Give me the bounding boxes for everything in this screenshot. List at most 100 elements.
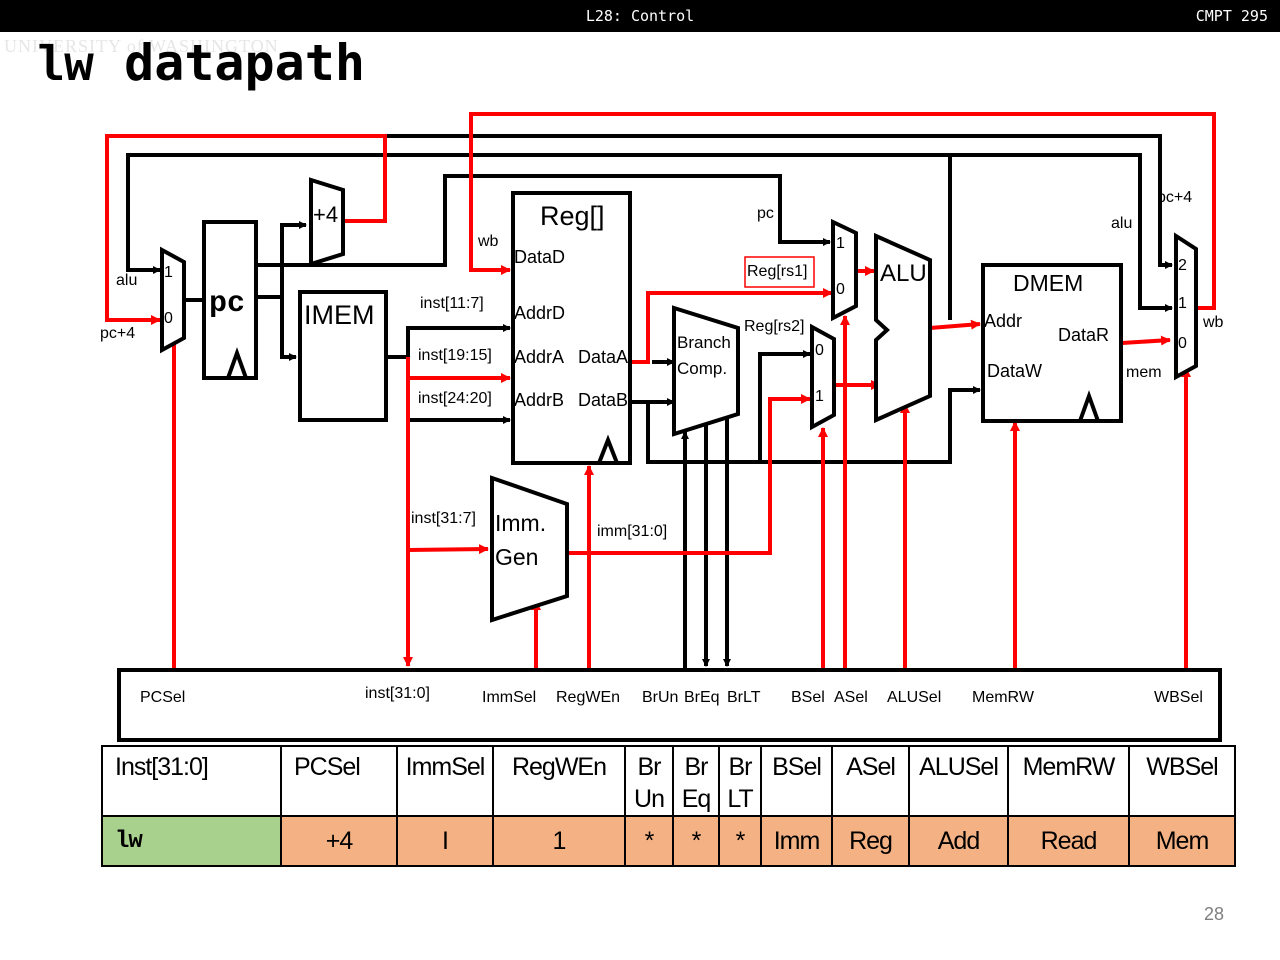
plus4-label: +4 bbox=[313, 202, 338, 227]
port-dataD: DataD bbox=[514, 247, 565, 267]
cell-regwen: 1 bbox=[492, 815, 626, 867]
cell-asel: Reg bbox=[831, 815, 910, 867]
dmem-clock-icon bbox=[1078, 390, 1100, 422]
wire-inst-11-7 bbox=[406, 324, 511, 357]
slide-title-instruction: lw bbox=[34, 39, 95, 96]
dmem-label: DMEM bbox=[1013, 270, 1083, 296]
header-cell: RegWEn bbox=[492, 745, 626, 817]
signal-pcsel: PCSel bbox=[140, 689, 185, 706]
table-row: lw +4 I 1 * * * Imm Reg Add Read Mem bbox=[101, 815, 1236, 867]
cell-wbsel: Mem bbox=[1128, 815, 1236, 867]
label-pc-top: pc bbox=[757, 205, 774, 222]
lecture-title: L28: Control bbox=[585, 7, 695, 25]
signal-brun: BrUn bbox=[642, 689, 678, 706]
label-pc4-left: pc+4 bbox=[100, 325, 135, 342]
regfile-clock-icon bbox=[597, 434, 619, 464]
cell-memrw: Read bbox=[1007, 815, 1130, 867]
wbsel-in-1: 1 bbox=[1178, 295, 1187, 312]
signal-bsel: BSel bbox=[791, 689, 825, 706]
alu-label: ALU bbox=[880, 260, 927, 287]
dmem-block bbox=[981, 263, 1123, 423]
cell-instruction: lw bbox=[101, 815, 282, 867]
wire-alu-to-pcmux bbox=[126, 153, 1140, 274]
course-code: CMPT 295 bbox=[1195, 7, 1268, 25]
header-breq-2: Eq bbox=[681, 785, 712, 813]
slide-title: lw datapath bbox=[34, 34, 365, 96]
wire-imm-to-bmux bbox=[568, 394, 811, 555]
label-pc4-right: pc+4 bbox=[1157, 189, 1192, 206]
asel-mux bbox=[831, 218, 858, 322]
label-alu-right: alu bbox=[1111, 215, 1132, 232]
pcsel-in-1: 1 bbox=[164, 264, 173, 281]
imem-label: IMEM bbox=[304, 300, 375, 330]
wire-dataA-to-amux bbox=[632, 288, 833, 364]
header-cell: MemRW bbox=[1007, 745, 1130, 817]
label-wb-right: wb bbox=[1202, 314, 1224, 331]
header-regwen: RegWEn bbox=[511, 753, 607, 781]
wire-dataR-to-wbmux bbox=[1121, 335, 1171, 346]
label-inst-24-20: inst[24:20] bbox=[418, 390, 492, 407]
asel-in-0: 0 bbox=[836, 281, 845, 298]
imm-label-1: Imm. bbox=[495, 510, 546, 536]
signal-inst: inst[31:0] bbox=[365, 685, 430, 702]
port-addrB: AddrB bbox=[514, 390, 564, 410]
control-unit bbox=[117, 668, 1222, 742]
header-breq-1: Br bbox=[684, 753, 709, 781]
label-inst-19-15: inst[19:15] bbox=[418, 347, 492, 364]
port-addrD: AddrD bbox=[514, 303, 565, 323]
label-reg-rs1: Reg[rs1] bbox=[747, 263, 807, 280]
wire-pc4-to-pcmux bbox=[105, 134, 387, 325]
wire-alu-to-addr bbox=[929, 319, 981, 330]
wbsel-mux bbox=[1174, 232, 1198, 381]
header-cell: ImmSel bbox=[396, 745, 494, 817]
wire-inst-31-7 bbox=[407, 544, 489, 555]
cell-breq: * bbox=[672, 815, 720, 867]
pc-clock-icon bbox=[226, 347, 248, 379]
header-pcsel: PCSel bbox=[294, 753, 361, 781]
header-alusel: ALUSel bbox=[919, 753, 999, 781]
alu-block bbox=[874, 232, 932, 424]
wire-pc-to-amux bbox=[258, 174, 831, 267]
signal-breq: BrEq bbox=[684, 689, 720, 706]
wire-datab-to-dmem bbox=[646, 386, 981, 464]
reg-label: Reg[] bbox=[540, 201, 605, 231]
inactive-wires bbox=[126, 134, 1173, 668]
page-number: 28 bbox=[1204, 904, 1225, 924]
label-alu-left: alu bbox=[116, 272, 137, 289]
signal-alusel: ALUSel bbox=[887, 689, 941, 706]
header-asel: ASel bbox=[846, 753, 896, 781]
branch-label-2: Comp. bbox=[677, 359, 727, 378]
reg-rs1-highlight-box bbox=[744, 256, 815, 288]
wire-pc4-to-wbmux bbox=[385, 134, 1173, 269]
active-wires bbox=[105, 112, 1216, 668]
header-brun-1: Br bbox=[637, 753, 662, 781]
header-cell: BSel bbox=[760, 745, 833, 817]
bsel-mux bbox=[810, 323, 836, 431]
header-cell: WBSel bbox=[1128, 745, 1236, 817]
imem-block bbox=[298, 290, 388, 422]
header-brlt-1: Br bbox=[728, 753, 753, 781]
signal-regwen: RegWEn bbox=[556, 689, 620, 706]
header-memrw: MemRW bbox=[1022, 753, 1116, 781]
port-dataA: DataA bbox=[578, 347, 628, 367]
port-dataB: DataB bbox=[578, 390, 628, 410]
asel-in-1: 1 bbox=[836, 235, 845, 252]
header-inst: Inst[31:0] bbox=[115, 753, 209, 781]
header-cell: ASel bbox=[831, 745, 910, 817]
signal-asel: ASel bbox=[834, 689, 868, 706]
label-reg-rs2: Reg[rs2] bbox=[744, 318, 804, 335]
signal-wbsel: WBSel bbox=[1154, 689, 1203, 706]
pc-label: pc bbox=[209, 287, 245, 321]
label-imm: imm[31:0] bbox=[597, 523, 667, 540]
cell-immsel: I bbox=[396, 815, 494, 867]
label-wb-left: wb bbox=[477, 233, 499, 250]
control-signal-labels: PCSel inst[31:0] ImmSel RegWEn BrUn BrEq… bbox=[140, 685, 1203, 706]
cell-pcsel: +4 bbox=[280, 815, 398, 867]
header-brun-2: Un bbox=[634, 785, 665, 813]
label-mem: mem bbox=[1126, 364, 1162, 381]
